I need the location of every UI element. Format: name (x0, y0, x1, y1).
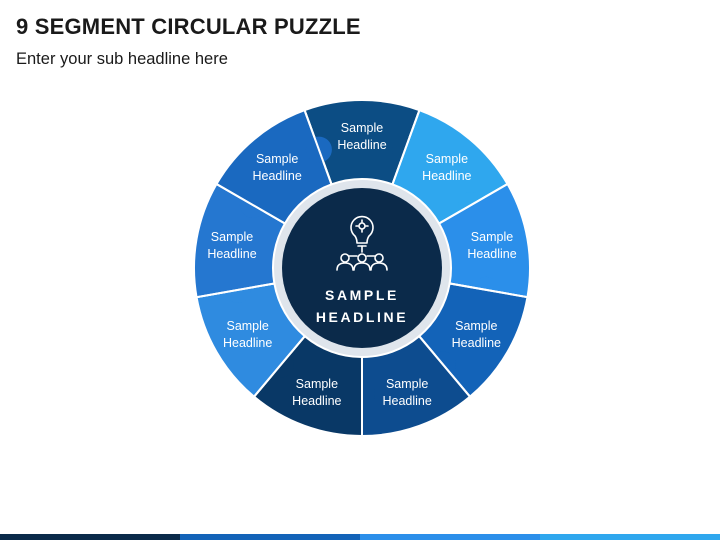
bottom-bar-part (540, 534, 720, 540)
puzzle-segments: SampleHeadlineSampleHeadlineSampleHeadli… (193, 99, 531, 438)
segment-divider (391, 109, 421, 185)
segment-label-line2: Headline (207, 247, 256, 261)
bottom-bar-part (0, 534, 180, 540)
bottom-accent-bar (0, 534, 720, 540)
segment-divider (418, 335, 471, 398)
segment-label-line1: Sample (426, 152, 468, 166)
segment-label-line1: Sample (455, 319, 497, 333)
segment-label-line2: Headline (422, 169, 471, 183)
segment-label-line1: Sample (386, 377, 428, 391)
segment-label-line2: Headline (452, 336, 501, 350)
segment-divider (253, 335, 306, 398)
segment-divider (438, 183, 508, 225)
lightbulb-gear-team-icon (336, 215, 388, 271)
segment-label-line1: Sample (296, 377, 338, 391)
center-headline-line1: SAMPLE (325, 287, 399, 303)
segment-label-line1: Sample (341, 121, 383, 135)
segment-label-line2: Headline (252, 169, 301, 183)
segment-label-line2: Headline (292, 394, 341, 408)
segment-label-line1: Sample (226, 319, 268, 333)
segment-label-line1: Sample (471, 230, 513, 244)
center-headline-line2: HEADLINE (316, 309, 408, 325)
page-subtitle: Enter your sub headline here (16, 50, 228, 68)
segment-label-line1: Sample (211, 230, 253, 244)
segment-label-line2: Headline (467, 247, 516, 261)
center-circle (282, 188, 442, 348)
segment-label-line1: Sample (256, 152, 298, 166)
bottom-bar-part (180, 534, 360, 540)
segment-label-line2: Headline (382, 394, 431, 408)
segment-divider (449, 282, 528, 299)
page-title: 9 SEGMENT CIRCULAR PUZZLE (16, 14, 361, 39)
segment-label-line2: Headline (337, 138, 386, 152)
segment-divider (303, 109, 333, 185)
segment-divider (216, 183, 286, 225)
bottom-bar-part (360, 534, 540, 540)
segment-label-line2: Headline (223, 336, 272, 350)
segment-divider (196, 282, 275, 299)
